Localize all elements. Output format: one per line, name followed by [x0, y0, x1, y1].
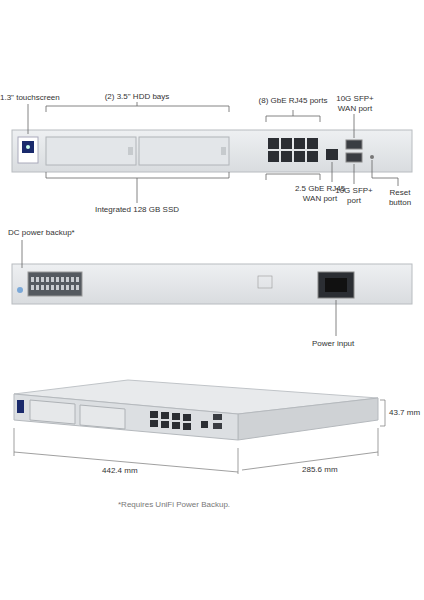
port-shape — [36, 285, 39, 290]
port-shape — [36, 277, 39, 282]
port-shape — [294, 138, 305, 149]
port-shape — [281, 138, 292, 149]
callout-label: (2) 3.5" HDD bays — [87, 92, 187, 102]
port-shape — [150, 411, 158, 418]
port-shape — [46, 285, 49, 290]
port-shape — [268, 151, 279, 162]
callout-label: (8) GbE RJ45 ports — [258, 96, 328, 106]
callout-label: 10G SFP+ port — [332, 186, 376, 206]
port-shape — [76, 285, 79, 290]
dimension-lines — [14, 400, 385, 474]
port-shape — [61, 285, 64, 290]
leader-lines — [22, 240, 336, 336]
port-shape — [61, 277, 64, 282]
port-shape — [71, 277, 74, 282]
port-shape — [56, 285, 59, 290]
port-shape — [56, 277, 59, 282]
dimension-label: 285.6 mm — [302, 465, 338, 475]
perspective-view — [14, 380, 378, 440]
port-shape — [66, 277, 69, 282]
callout-label: 10G SFP+ WAN port — [330, 94, 380, 114]
footnote: *Requires UniFi Power Backup. — [118, 500, 230, 510]
port-shape — [66, 285, 69, 290]
front-panel — [12, 130, 412, 172]
callout-label: DC power backup* — [8, 228, 75, 238]
port-shape — [307, 151, 318, 162]
callout-label: Integrated 128 GB SSD — [82, 205, 192, 215]
port-shape — [172, 413, 180, 420]
port-shape — [268, 138, 279, 149]
port-shape — [281, 151, 292, 162]
port-shape — [183, 414, 191, 421]
dimension-label: 442.4 mm — [102, 466, 138, 476]
port-shape — [31, 285, 34, 290]
back-panel — [12, 264, 412, 304]
port-shape — [71, 285, 74, 290]
callout-label: Power input — [312, 339, 354, 349]
port-shape — [51, 277, 54, 282]
port-shape — [294, 151, 305, 162]
dimension-label: 43.7 mm — [389, 408, 420, 418]
port-shape — [161, 412, 169, 419]
port-shape — [161, 421, 169, 428]
port-shape — [41, 277, 44, 282]
port-shape — [76, 277, 79, 282]
port-shape — [51, 285, 54, 290]
port-shape — [46, 277, 49, 282]
port-shape — [307, 138, 318, 149]
port-shape — [183, 423, 191, 430]
port-shape — [41, 285, 44, 290]
callout-label: 1.3" touchscreen — [0, 93, 60, 103]
port-shape — [31, 277, 34, 282]
port-shape — [150, 420, 158, 427]
callout-label: Reset button — [380, 188, 420, 208]
port-shape — [172, 422, 180, 429]
